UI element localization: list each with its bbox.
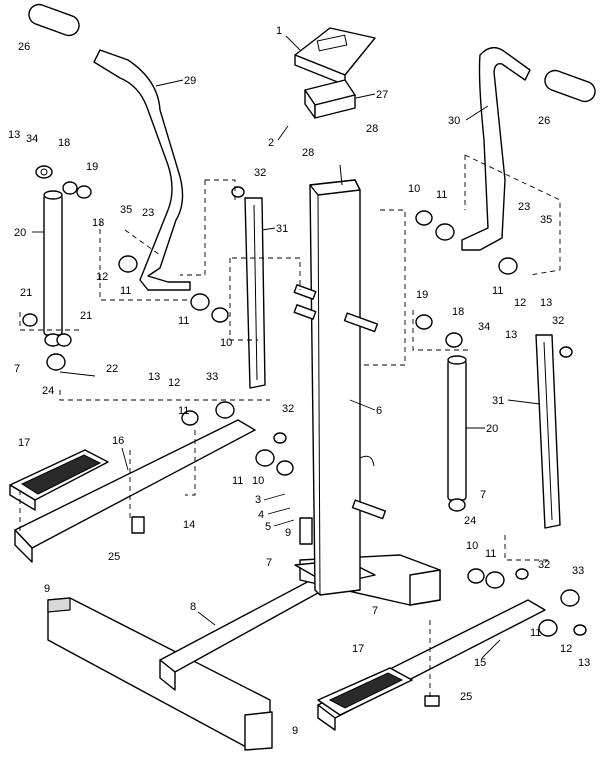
label-24a: 24 — [42, 385, 54, 397]
label-26a: 26 — [18, 41, 30, 53]
label-31b: 31 — [492, 395, 504, 407]
label-7b: 7 — [372, 605, 378, 617]
label-23b: 23 — [518, 201, 530, 213]
label-29: 29 — [184, 75, 196, 87]
label-4: 4 — [258, 509, 264, 521]
label-21a: 21 — [20, 287, 32, 299]
console-assembly — [294, 27, 376, 119]
label-12c: 12 — [514, 297, 526, 309]
label-9b: 9 — [285, 527, 291, 539]
label-28b: 28 — [302, 147, 314, 159]
label-13f: 13 — [578, 657, 590, 669]
label-17a: 17 — [18, 437, 30, 449]
label-35b: 35 — [540, 214, 552, 226]
alignment-lines — [19, 154, 561, 700]
label-32b: 32 — [282, 403, 294, 415]
label-27: 27 — [376, 89, 388, 101]
label-11a: 11 — [120, 285, 131, 297]
label-13b: 13 — [92, 217, 104, 229]
label-13a: 13 — [8, 129, 20, 141]
label-3: 3 — [255, 494, 261, 506]
label-20b: 20 — [486, 423, 498, 435]
small-hardware — [22, 165, 587, 707]
label-15: 15 — [474, 657, 486, 669]
label-12d: 12 — [560, 643, 572, 655]
label-12a: 12 — [96, 271, 108, 283]
label-13c: 13 — [148, 371, 160, 383]
label-2: 2 — [268, 137, 274, 149]
label-13d: 13 — [540, 297, 552, 309]
label-24b: 24 — [464, 515, 476, 527]
pedal-arm-right — [317, 599, 546, 731]
label-19a: 19 — [86, 161, 98, 173]
label-22: 22 — [106, 363, 118, 375]
base-frame — [47, 554, 441, 751]
label-6: 6 — [376, 405, 382, 417]
label-1: 1 — [276, 25, 282, 37]
label-34a: 34 — [26, 133, 38, 145]
label-11f: 11 — [492, 285, 503, 297]
label-10c: 10 — [252, 475, 264, 487]
label-30: 30 — [448, 115, 460, 127]
label-8: 8 — [190, 601, 196, 613]
link-arm-left — [244, 197, 266, 389]
link-arm-right — [535, 334, 561, 529]
label-12b: 12 — [168, 377, 180, 389]
label-19b: 19 — [416, 289, 428, 301]
label-17b: 17 — [352, 643, 364, 655]
label-14: 14 — [183, 519, 195, 531]
label-18a: 18 — [58, 137, 70, 149]
handlebar-right — [461, 47, 596, 251]
shock-right — [447, 355, 467, 512]
label-31a: 31 — [276, 223, 288, 235]
label-9a: 9 — [44, 583, 50, 595]
label-11b: 11 — [178, 315, 189, 327]
label-11h: 11 — [530, 627, 541, 639]
label-32c: 32 — [552, 315, 564, 327]
label-25a: 25 — [108, 551, 120, 563]
label-35a: 35 — [120, 204, 132, 216]
label-16: 16 — [112, 435, 124, 447]
label-10b: 10 — [220, 337, 232, 349]
label-21b: 21 — [80, 310, 92, 322]
label-23a: 23 — [142, 207, 154, 219]
label-32d: 32 — [538, 559, 550, 571]
label-13e: 13 — [505, 329, 517, 341]
label-9c: 9 — [292, 725, 298, 737]
label-7d: 7 — [14, 363, 20, 375]
label-28a: 28 — [366, 123, 378, 135]
label-18b: 18 — [452, 306, 464, 318]
label-32a: 32 — [254, 167, 266, 179]
label-11e: 11 — [436, 189, 447, 201]
label-11c: 11 — [178, 405, 189, 417]
label-5: 5 — [265, 521, 271, 533]
label-7a: 7 — [266, 557, 272, 569]
label-33b: 33 — [572, 565, 584, 577]
label-20a: 20 — [14, 227, 26, 239]
handlebar-left — [28, 3, 191, 291]
label-34b: 34 — [478, 321, 490, 333]
label-25b: 25 — [460, 691, 472, 703]
label-7c: 7 — [480, 489, 486, 501]
label-10d: 10 — [466, 540, 478, 552]
label-10a: 10 — [408, 183, 420, 195]
label-33a: 33 — [206, 371, 218, 383]
callout-labels: 1 2 3 4 5 6 7 7 7 7 8 9 9 9 10 10 10 10 … — [8, 25, 590, 737]
center-mast — [293, 164, 387, 596]
pedal-arm-left — [9, 419, 256, 563]
label-26b: 26 — [538, 115, 550, 127]
label-11g: 11 — [485, 548, 496, 560]
shock-left — [43, 190, 63, 347]
label-11d: 11 — [232, 475, 243, 487]
